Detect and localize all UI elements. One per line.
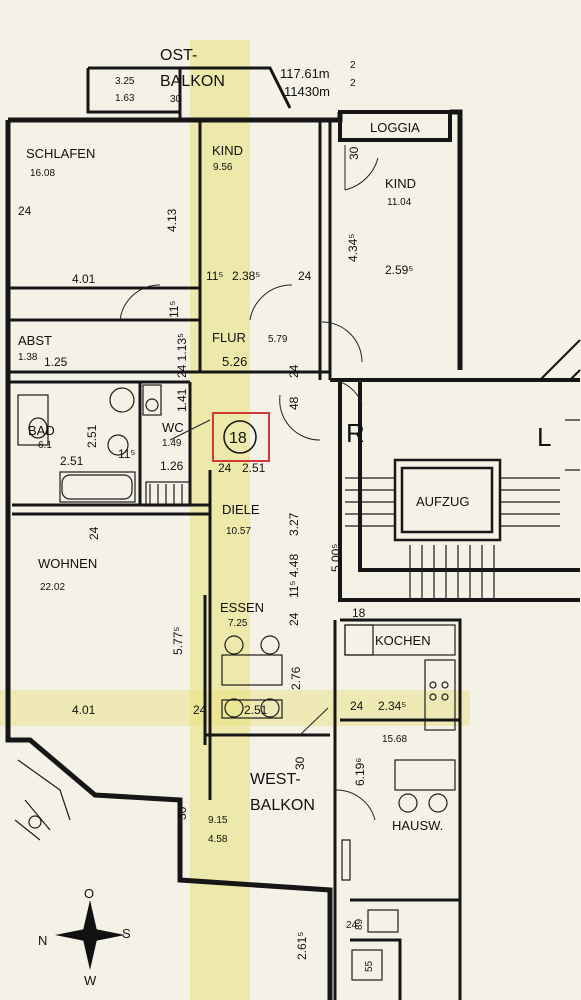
dim-label: 4.13 xyxy=(165,208,179,232)
marker-box xyxy=(212,412,270,462)
diele-label: DIELE xyxy=(222,502,260,517)
essen-area: 7.25 xyxy=(228,618,248,629)
marker-number: 18 xyxy=(229,430,247,447)
area-total-2: 11430m xyxy=(284,84,330,99)
balkon-dim-1: 3.25 xyxy=(115,76,135,87)
wohnen-label: WOHNEN xyxy=(38,556,97,571)
dim-label: 11⁵ xyxy=(118,447,135,461)
dim-label: 1.26 xyxy=(160,459,184,473)
dim-label: 11⁵ xyxy=(206,269,223,283)
westbalkon-area-1: 9.15 xyxy=(208,815,228,826)
balcony-plants xyxy=(14,759,71,841)
dim-label: 2.61⁵ xyxy=(295,932,309,960)
dim-label: 5.00⁵ xyxy=(329,544,343,572)
dim-label: 2.59⁵ xyxy=(385,263,413,277)
diele-area: 10.57 xyxy=(226,526,251,537)
dimensions: 24 4.13 4.01 11⁵ 2.38⁵ 24 4.34⁵ 2.59⁵ 30… xyxy=(18,146,413,972)
bad-dim: 2.51 xyxy=(60,454,84,468)
dim-label: 11⁵ 4.48 xyxy=(287,554,301,598)
kind1-area: 9.56 xyxy=(213,162,233,173)
dim-label: 24 xyxy=(193,703,207,717)
compass: N O S W xyxy=(38,886,131,988)
dim-label: 18 xyxy=(352,606,366,620)
dim-label: 55 xyxy=(364,960,375,972)
ost-balkon-label: BALKON xyxy=(160,73,225,90)
westbalkon-area-2: 4.58 xyxy=(208,834,228,845)
dim-label: 48 xyxy=(287,396,301,410)
balkon-dim-2: 1.63 xyxy=(115,93,135,104)
hausw-label: HAUSW. xyxy=(392,818,443,833)
ost-label: OST- xyxy=(160,47,197,64)
schlafen-label: SCHLAFEN xyxy=(26,146,95,161)
dim-label: 6.19⁶ xyxy=(353,758,367,786)
flur-label: FLUR xyxy=(212,330,246,345)
stair-r-label: R xyxy=(346,418,365,448)
dim-label: 24 xyxy=(346,920,358,931)
loggia-label: LOGGIA xyxy=(370,120,420,135)
compass-n: N xyxy=(38,933,47,948)
dim-label: 30 xyxy=(347,146,361,160)
dim-label: 3.27 xyxy=(287,512,301,536)
dim-label: 2.51 xyxy=(85,424,99,448)
compass-o: O xyxy=(84,886,94,901)
area-total-1: 117.61m xyxy=(280,66,330,81)
abst-dim: 1.25 xyxy=(44,355,68,369)
doors xyxy=(119,145,379,821)
compass-s: S xyxy=(122,926,131,941)
westbalkon-label-2: BALKON xyxy=(250,797,315,814)
dim-label: 2.76 xyxy=(289,666,303,690)
dim-label: 30 xyxy=(293,756,307,770)
kind1-label: KIND xyxy=(212,143,243,158)
kochen-label: KOCHEN xyxy=(375,633,431,648)
kochen-area: 15.68 xyxy=(382,734,407,745)
dim-label: 24 xyxy=(287,364,301,378)
dim-label: 1.41 xyxy=(175,388,189,412)
dim-label: 24 1.13⁵ xyxy=(175,333,189,378)
flur-dim: 5.26 xyxy=(222,354,247,369)
dim-label: 5.77⁵ xyxy=(171,627,185,655)
bad-label: BAD xyxy=(28,423,55,438)
schlafen-area: 16.08 xyxy=(30,168,55,179)
walls xyxy=(5,66,581,1000)
area-total-1-sup: 2 xyxy=(350,60,356,71)
balkon-dim-3: 30 xyxy=(170,94,182,105)
dim-label: 2.51 xyxy=(242,461,266,475)
stairwell xyxy=(345,419,580,600)
dim-label: 30 xyxy=(175,806,189,820)
kind2-label: KIND xyxy=(385,176,416,191)
compass-w: W xyxy=(84,973,97,988)
abst-area: 1.38 xyxy=(18,352,38,363)
dim-label: 24 xyxy=(87,526,101,540)
dim-label: 11⁵ xyxy=(167,301,181,318)
dim-label: 24 xyxy=(287,612,301,626)
dim-label: 4.34⁵ xyxy=(346,234,360,262)
wohnen-area: 22.02 xyxy=(40,582,65,593)
stair-l-label: L xyxy=(537,422,551,452)
aufzug-label: AUFZUG xyxy=(416,494,469,509)
dim-label: 2.38⁵ xyxy=(232,269,260,283)
dim-label: 24 xyxy=(298,269,312,283)
dim-label: 24 xyxy=(218,461,232,475)
wc-area: 1.49 xyxy=(162,438,182,449)
dim-label: 2.34⁵ xyxy=(378,699,406,713)
fixtures xyxy=(17,384,456,981)
wc-label: WC xyxy=(162,420,184,435)
area-total-2-sup: 2 xyxy=(350,78,356,89)
dim-label: 4.01 xyxy=(72,703,96,717)
kind2-area: 11.04 xyxy=(387,197,412,208)
marker-circle xyxy=(223,420,257,454)
dim-label: 2.51 xyxy=(244,703,268,717)
bad-area: 6.1 xyxy=(38,440,52,451)
westbalkon-label-1: WEST- xyxy=(250,771,301,788)
dim-label: 89 xyxy=(354,918,365,930)
dim-label: 24 xyxy=(350,699,364,713)
dim-label: 4.01 xyxy=(72,272,96,286)
dim-label: 24 xyxy=(18,204,32,218)
essen-label: ESSEN xyxy=(220,600,264,615)
abst-label: ABST xyxy=(18,333,52,348)
flur-area: 5.79 xyxy=(268,334,288,345)
